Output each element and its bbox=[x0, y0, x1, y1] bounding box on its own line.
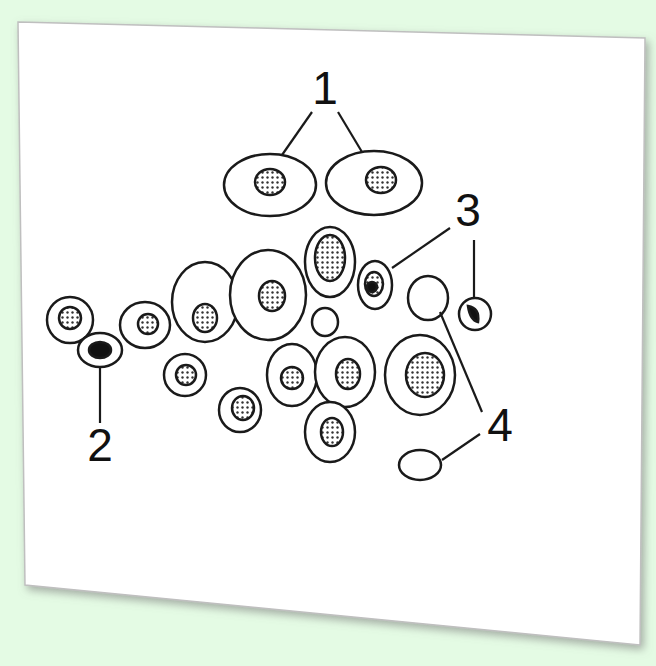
leader-lines bbox=[100, 112, 482, 460]
slide-card bbox=[18, 22, 645, 645]
callout-number: 1 bbox=[312, 65, 338, 111]
callout-number: 4 bbox=[487, 402, 513, 448]
cells bbox=[47, 151, 491, 480]
callout-number: 2 bbox=[87, 422, 113, 468]
callout-number: 3 bbox=[455, 187, 481, 233]
